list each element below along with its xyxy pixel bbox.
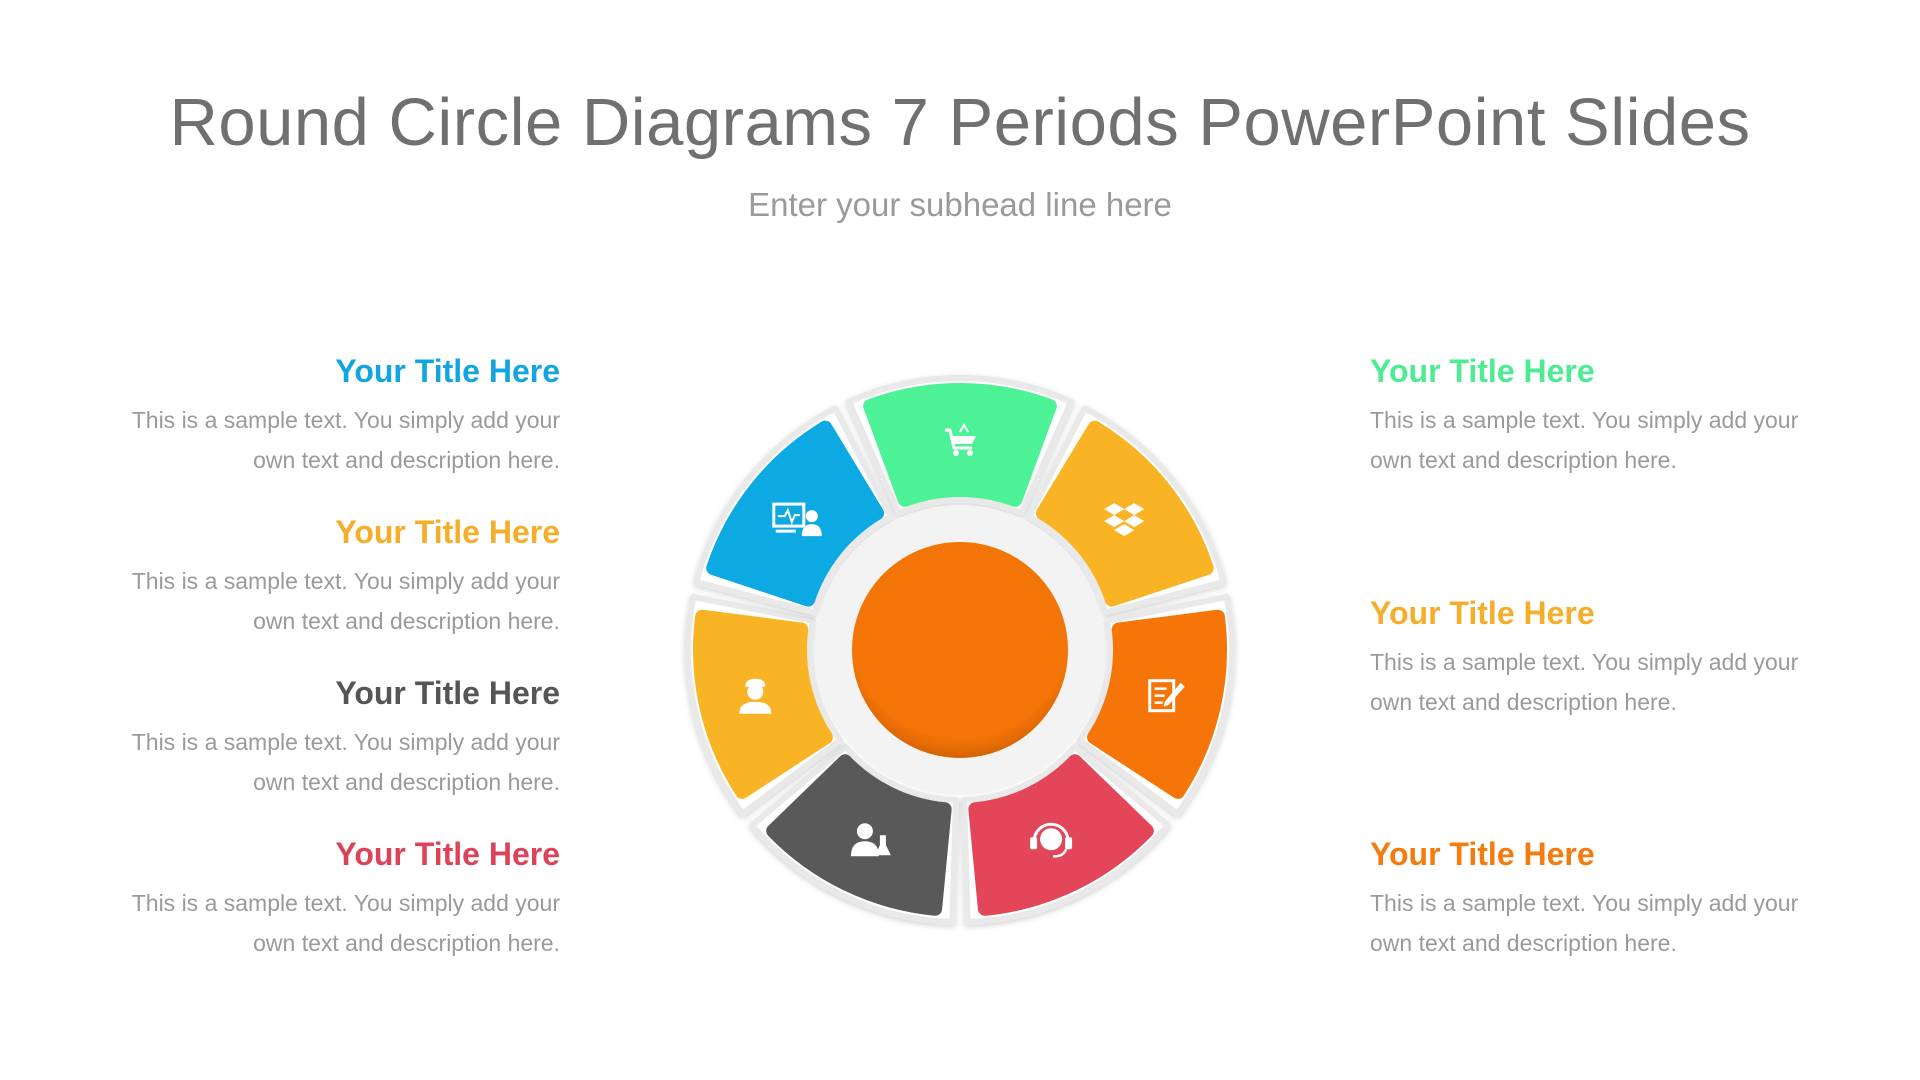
item-title: Your Title Here	[1370, 595, 1595, 631]
item-text: This is a sample text. You simply add yo…	[1370, 649, 1799, 716]
item-text: This is a sample text. You simply add yo…	[131, 568, 560, 635]
item-text: This is a sample text. You simply add yo…	[131, 890, 560, 957]
diagram-segment-1	[845, 375, 1075, 517]
dropbox-icon	[1104, 503, 1145, 537]
segment-fill	[863, 383, 1057, 507]
center-circle	[852, 542, 1068, 758]
left-item-4: Your Title Here This is a sample text. Y…	[90, 835, 560, 963]
item-title: Your Title Here	[335, 675, 560, 711]
diagram-segment-7	[693, 405, 895, 616]
item-title: Your Title Here	[1370, 353, 1595, 389]
edit-document-icon	[1148, 679, 1185, 713]
item-text: This is a sample text. You simply add yo…	[131, 407, 560, 474]
item-text: This is a sample text. You simply add yo…	[1370, 890, 1799, 957]
right-item-1: Your Title Here This is a sample text. Y…	[1370, 352, 1840, 480]
round-circle-diagram	[685, 375, 1235, 925]
item-text: This is a sample text. You simply add yo…	[131, 729, 560, 796]
mechanic-icon	[739, 678, 772, 714]
shopping-cart-icon	[945, 422, 976, 456]
item-title: Your Title Here	[335, 353, 560, 389]
diagram-segment-3	[1076, 593, 1235, 817]
item-title: Your Title Here	[335, 836, 560, 872]
segment-fill	[1087, 609, 1227, 799]
scientist-icon	[850, 823, 891, 857]
item-title: Your Title Here	[1370, 836, 1595, 872]
right-item-2: Your Title Here This is a sample text. Y…	[1370, 594, 1840, 722]
item-title: Your Title Here	[335, 514, 560, 550]
presentation-icon	[772, 502, 822, 537]
left-item-1: Your Title Here This is a sample text. Y…	[90, 352, 560, 480]
segment-fill	[1035, 420, 1214, 607]
left-item-2: Your Title Here This is a sample text. Y…	[90, 513, 560, 641]
headset-support-icon	[1030, 822, 1073, 858]
segment-fill	[706, 420, 885, 607]
right-item-3: Your Title Here This is a sample text. Y…	[1370, 835, 1840, 963]
slide-title: Round Circle Diagrams 7 Periods PowerPoi…	[169, 85, 1751, 160]
diagram-segment-2	[1025, 405, 1227, 616]
slide-subhead: Enter your subhead line here	[748, 186, 1172, 223]
left-item-3: Your Title Here This is a sample text. Y…	[90, 674, 560, 802]
item-text: This is a sample text. You simply add yo…	[1370, 407, 1799, 474]
